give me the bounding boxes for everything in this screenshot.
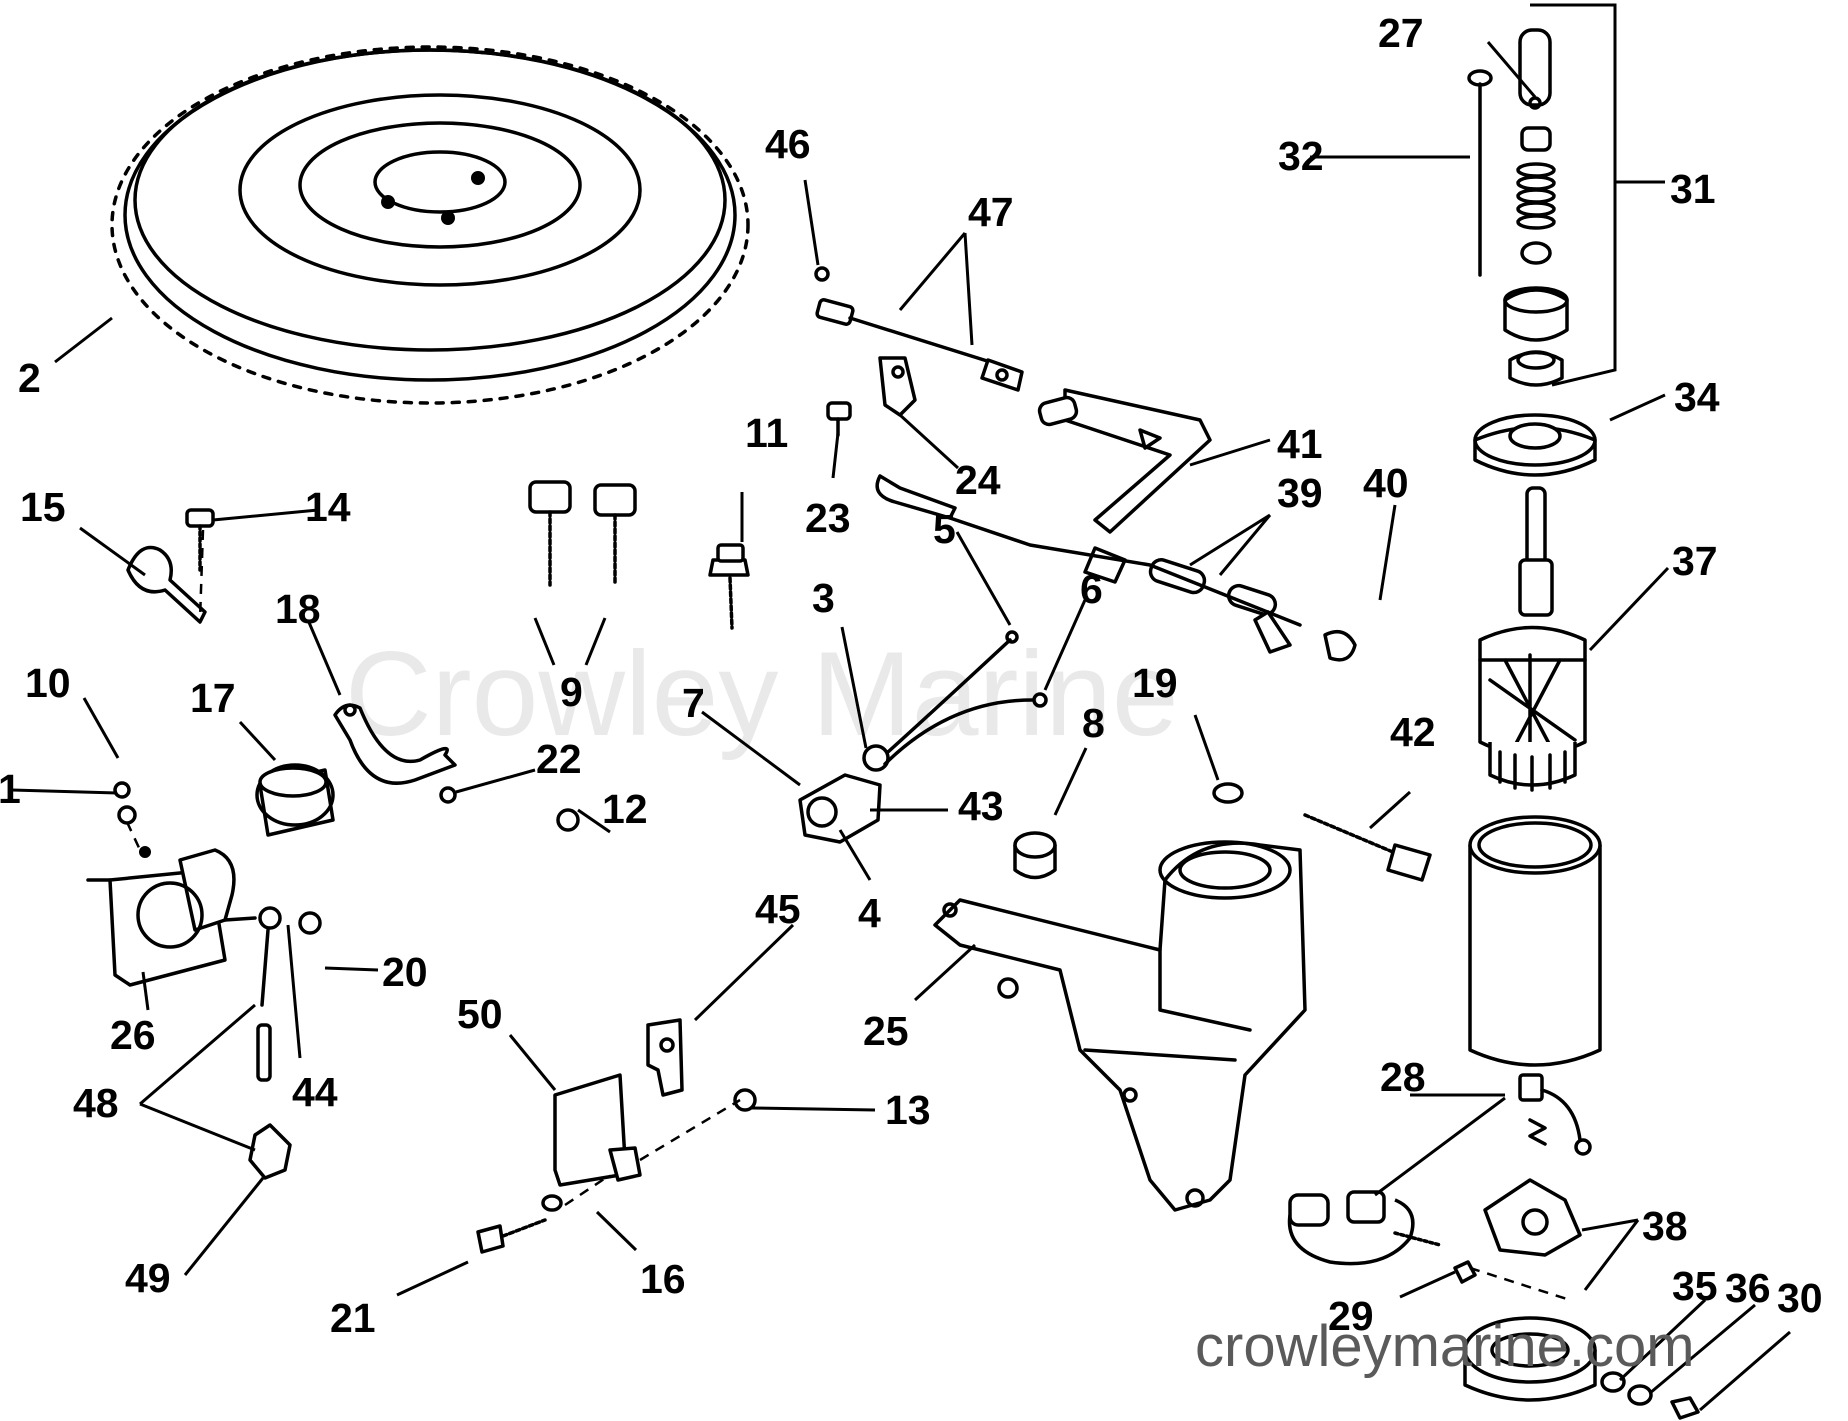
long-bolt-part <box>1467 69 1493 277</box>
callout-32: 32 <box>1278 133 1324 179</box>
key-switch-part <box>798 630 1048 844</box>
callout-23: 23 <box>805 495 851 541</box>
cable-strap-part <box>814 266 1024 437</box>
callout-29: 29 <box>1328 1293 1374 1339</box>
callout-8: 8 <box>1082 700 1105 746</box>
callout-9: 9 <box>560 669 583 715</box>
callout-6: 6 <box>1080 566 1103 612</box>
callout-3: 3 <box>812 575 835 621</box>
callout-41: 41 <box>1277 421 1323 467</box>
long-screw-part <box>1303 813 1432 882</box>
choke-lever-part <box>1037 388 1212 534</box>
callout-45: 45 <box>755 886 801 932</box>
alignment-lines <box>125 529 1571 1302</box>
callout-2: 2 <box>18 355 41 401</box>
bolt-pair-part <box>528 480 637 587</box>
module-50-part <box>476 808 757 1254</box>
callout-4: 4 <box>858 890 881 936</box>
callout-15: 15 <box>20 484 66 530</box>
callout-44: 44 <box>292 1069 338 1115</box>
commutator-end-plate-part <box>1453 1260 1700 1420</box>
callout-labels: 2 1 3 4 5 6 7 8 9 10 11 12 13 14 15 16 1… <box>0 10 1823 1341</box>
cap-17-part <box>255 763 335 837</box>
callout-37: 37 <box>1672 538 1718 584</box>
watermark-text: Crowley Marine <box>345 627 1179 761</box>
callout-34: 34 <box>1674 374 1720 420</box>
leader-lines <box>11 3 1791 1412</box>
callout-21: 21 <box>330 1295 376 1341</box>
callout-46: 46 <box>765 121 811 167</box>
callout-30: 30 <box>1777 1275 1823 1321</box>
callout-50: 50 <box>457 991 503 1037</box>
callout-22: 22 <box>536 736 582 782</box>
callout-25: 25 <box>863 1008 909 1054</box>
flywheel-part <box>110 45 750 405</box>
strap-18-part <box>333 703 457 804</box>
callout-47: 47 <box>968 189 1014 235</box>
end-cap-brush-part <box>1483 1073 1592 1257</box>
callout-10: 10 <box>25 660 71 706</box>
callout-16: 16 <box>640 1256 686 1302</box>
mounting-bracket-part <box>933 840 1307 1212</box>
callout-13: 13 <box>885 1087 931 1133</box>
callout-14: 14 <box>305 484 351 530</box>
starter-drive-stack-part <box>1503 28 1569 387</box>
callout-48: 48 <box>73 1080 119 1126</box>
solenoid-part <box>86 781 257 987</box>
site-url-text: crowleymarine.com <box>1195 1314 1695 1379</box>
callout-31: 31 <box>1670 166 1716 212</box>
frame-housing-part <box>1468 815 1602 1067</box>
wire-harness-part <box>875 474 1357 662</box>
clip-15-part <box>126 508 215 624</box>
callout-19: 19 <box>1132 660 1178 706</box>
callout-39: 39 <box>1277 470 1323 516</box>
drive-end-cap-part <box>1473 413 1597 477</box>
callout-35: 35 <box>1672 1263 1718 1309</box>
callout-27: 27 <box>1378 10 1424 56</box>
callout-24: 24 <box>955 457 1001 503</box>
battery-cable-part <box>248 906 322 1180</box>
rubber-mount-part <box>1013 782 1244 880</box>
brush-holder-part <box>1287 1190 1442 1266</box>
callout-20: 20 <box>382 949 428 995</box>
callout-43: 43 <box>958 783 1004 829</box>
bolt-11-part <box>708 543 750 630</box>
callout-38: 38 <box>1642 1203 1688 1249</box>
callout-26: 26 <box>110 1012 156 1058</box>
callout-40: 40 <box>1363 460 1409 506</box>
callout-5: 5 <box>933 506 956 552</box>
armature-part <box>1478 486 1587 792</box>
callout-17: 17 <box>190 675 236 721</box>
callout-49: 49 <box>125 1255 171 1301</box>
callout-18: 18 <box>275 586 321 632</box>
callout-7: 7 <box>682 680 705 726</box>
callout-36: 36 <box>1725 1265 1771 1311</box>
callout-12: 12 <box>602 786 648 832</box>
callout-42: 42 <box>1390 709 1436 755</box>
callout-1: 1 <box>0 766 21 812</box>
callout-11: 11 <box>745 410 788 456</box>
callout-28: 28 <box>1380 1054 1426 1100</box>
